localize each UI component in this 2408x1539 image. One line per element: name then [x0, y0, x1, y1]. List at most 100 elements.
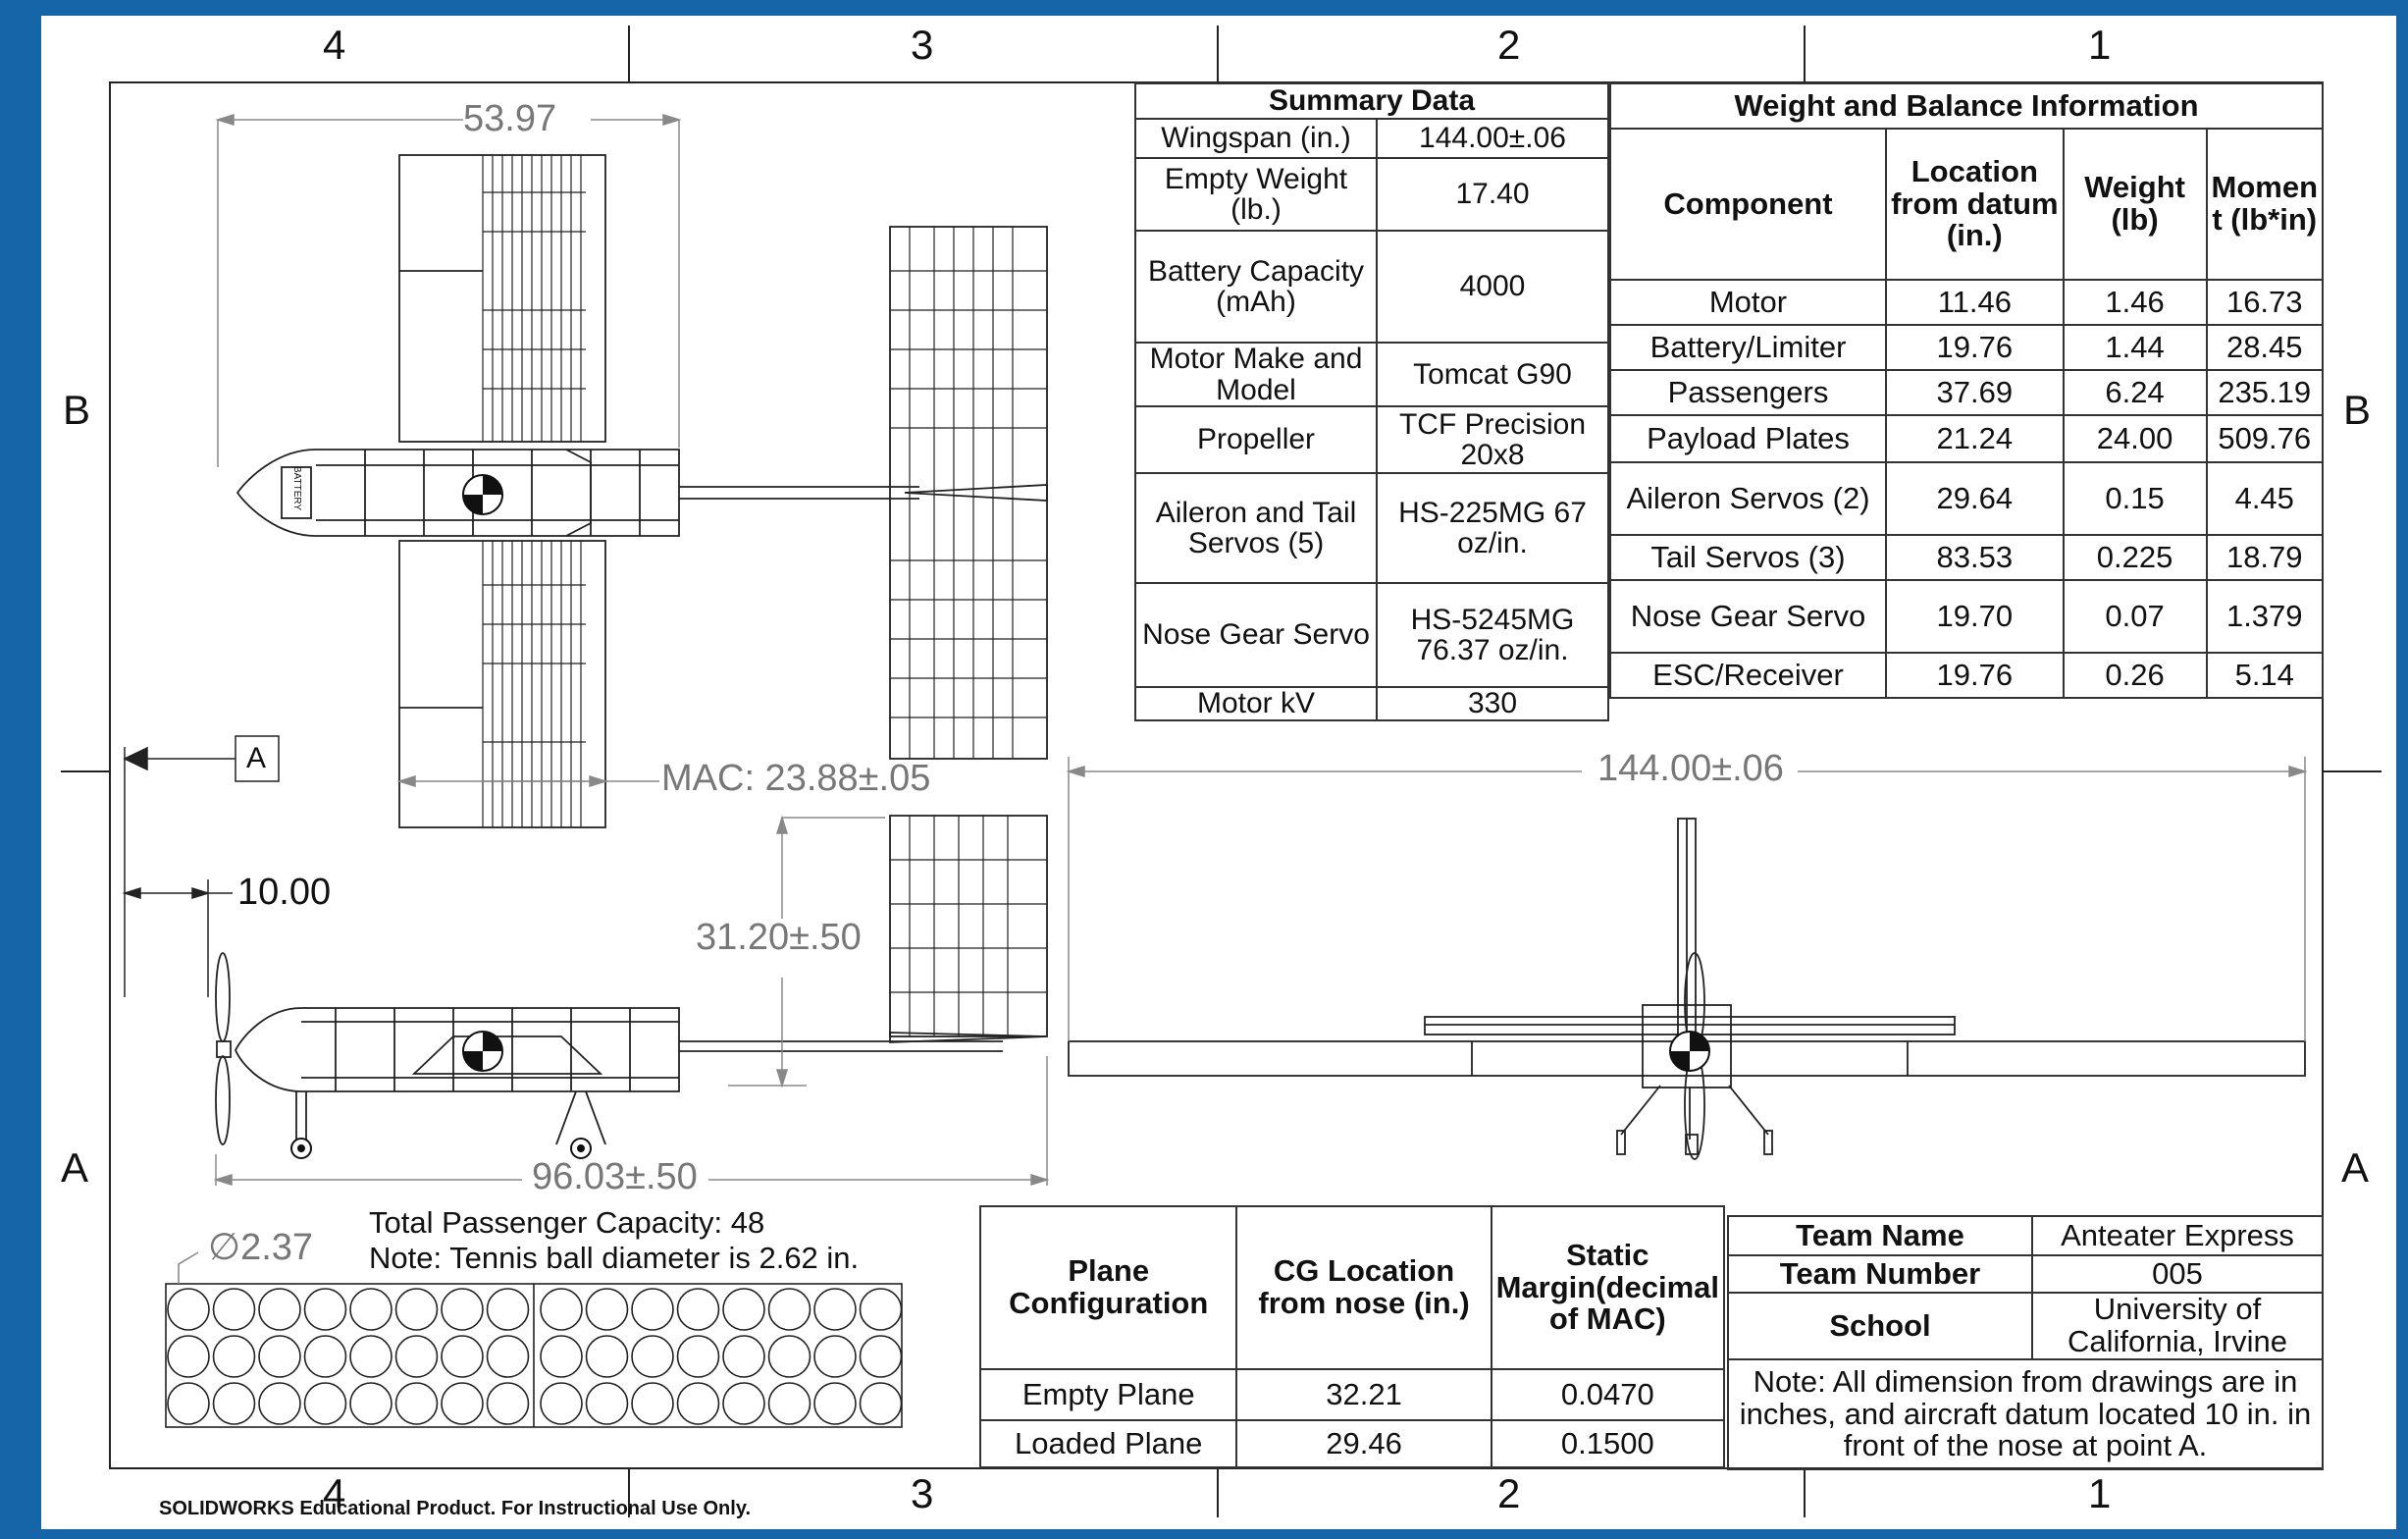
- tennis-ball: [303, 1382, 347, 1425]
- tennis-ball: [540, 1288, 583, 1331]
- diameter-symbol: ∅: [208, 1227, 241, 1268]
- zone-top-1: 1: [2088, 22, 2112, 68]
- zone-top-4: 4: [323, 22, 346, 68]
- battery-label: BATTERY: [291, 465, 303, 511]
- cfg-cell: 32.21: [1235, 1368, 1492, 1421]
- cg-symbol-side: [462, 1031, 503, 1072]
- team-label: Team Name: [1727, 1215, 2033, 1256]
- tennis-ball: [486, 1382, 530, 1425]
- tennis-ball: [631, 1382, 674, 1425]
- tennis-ball: [722, 1288, 765, 1331]
- tennis-ball: [167, 1288, 210, 1331]
- team-label: School: [1727, 1292, 2033, 1360]
- wb-cell: Motor: [1609, 279, 1887, 326]
- cfg-header-cg: CG Location from nose (in.): [1235, 1205, 1492, 1370]
- team-value: Anteater Express: [2031, 1215, 2324, 1256]
- wb-cell: 0.26: [2062, 652, 2208, 699]
- top-view: [236, 154, 1048, 828]
- zone-left-a: A: [61, 1144, 89, 1191]
- tennis-ball: [585, 1335, 629, 1378]
- summary-value: 144.00±.06: [1376, 118, 1609, 159]
- dim-wingspan: 144.00±.06: [1597, 748, 1784, 789]
- team-value: University of California, Irvine: [2031, 1292, 2324, 1360]
- tennis-ball: [585, 1288, 629, 1331]
- tennis-ball: [349, 1335, 393, 1378]
- summary-title: Summary Data: [1134, 82, 1609, 120]
- weight-balance-table: Weight and Balance Information Component…: [1609, 82, 2324, 699]
- wb-cell: 19.70: [1884, 579, 2065, 654]
- tennis-ball: [441, 1288, 484, 1331]
- configuration-table: Plane Configuration CG Location from nos…: [978, 1205, 1726, 1468]
- weight-balance-title: Weight and Balance Information: [1609, 82, 2324, 130]
- tennis-ball: [767, 1382, 811, 1425]
- wb-cell: 1.379: [2205, 579, 2324, 654]
- wb-cell: 19.76: [1884, 652, 2065, 699]
- drawing-sheet: 4 3 2 1 4 3 2 1 B A B A A BATTERY 53.97 …: [41, 16, 2396, 1529]
- tennis-ball: [167, 1382, 210, 1425]
- tennis-ball: [303, 1288, 347, 1331]
- cfg-cell: Empty Plane: [978, 1368, 1238, 1421]
- tennis-ball: [349, 1382, 393, 1425]
- tennis-ball: [540, 1335, 583, 1378]
- wb-cell: 509.76: [2205, 414, 2324, 463]
- cg-symbol-front: [1669, 1031, 1710, 1072]
- wb-header-moment: Momen t (lb*in): [2205, 128, 2324, 281]
- zone-bottom-1: 1: [2088, 1470, 2112, 1516]
- tennis-ball: [212, 1335, 256, 1378]
- landing-wheels: [290, 1138, 592, 1159]
- tennis-ball: [303, 1335, 347, 1378]
- tennis-ball: [394, 1288, 439, 1331]
- wb-cell: 0.07: [2062, 579, 2208, 654]
- drawing-canvas: [61, 26, 2382, 1517]
- ball-diameter-value: 2.37: [240, 1227, 314, 1268]
- team-value: 005: [2031, 1254, 2324, 1294]
- tennis-ball: [258, 1382, 301, 1425]
- dim-datum-offset: 10.00: [237, 872, 332, 913]
- wb-cell: 29.64: [1884, 461, 2065, 536]
- tennis-ball: [212, 1382, 256, 1425]
- tennis-balls: [167, 1288, 903, 1425]
- wb-cell: 83.53: [1884, 534, 2065, 581]
- cg-symbol-top: [462, 474, 503, 515]
- wb-header-component: Component: [1609, 128, 1887, 281]
- wb-cell: 37.69: [1884, 369, 2065, 416]
- tennis-ball: [394, 1382, 439, 1425]
- wb-cell: Aileron Servos (2): [1609, 461, 1887, 536]
- zone-bottom-2: 2: [1497, 1470, 1521, 1516]
- zone-bottom-4: 4: [323, 1470, 346, 1516]
- wb-cell: Payload Plates: [1609, 414, 1887, 463]
- tennis-ball: [813, 1288, 857, 1331]
- tennis-ball: [722, 1382, 765, 1425]
- summary-value: 330: [1376, 686, 1609, 721]
- summary-data-table: Summary Data Wingspan (in.)144.00±.06 Em…: [1134, 82, 1609, 721]
- tennis-ball: [631, 1288, 674, 1331]
- summary-label: Aileron and Tail Servos (5): [1134, 472, 1378, 584]
- tennis-ball: [441, 1335, 484, 1378]
- zone-right-b: B: [2343, 387, 2372, 433]
- zone-bottom-3: 3: [911, 1470, 934, 1516]
- tennis-ball: [676, 1382, 720, 1425]
- wb-cell: 235.19: [2205, 369, 2324, 416]
- dim-mac: MAC: 23.88±.05: [661, 758, 931, 799]
- wb-cell: Tail Servos (3): [1609, 534, 1887, 581]
- zone-right-a: A: [2341, 1144, 2370, 1191]
- tennis-ball: [859, 1288, 903, 1331]
- wb-header-weight: Weight (lb): [2062, 128, 2208, 281]
- tennis-ball: [722, 1335, 765, 1378]
- wb-cell: 21.24: [1884, 414, 2065, 463]
- dim-height: 31.20±.50: [696, 917, 862, 958]
- wb-cell: Battery/Limiter: [1609, 324, 1887, 371]
- wb-cell: 18.79: [2205, 534, 2324, 581]
- tennis-ball: [676, 1288, 720, 1331]
- section-label-a: A: [246, 742, 267, 774]
- cfg-cell: 0.1500: [1490, 1419, 1726, 1468]
- tennis-ball: [212, 1288, 256, 1331]
- zone-top-2: 2: [1497, 22, 1521, 68]
- solidworks-footer: SOLIDWORKS Educational Product. For Inst…: [159, 1498, 752, 1519]
- cfg-header-margin: Static Margin(decimal of MAC): [1490, 1205, 1726, 1370]
- wb-cell: Nose Gear Servo: [1609, 579, 1887, 654]
- wb-cell: 1.46: [2062, 279, 2208, 326]
- tennis-ball: [631, 1335, 674, 1378]
- tennis-ball: [767, 1335, 811, 1378]
- tennis-ball: [167, 1335, 210, 1378]
